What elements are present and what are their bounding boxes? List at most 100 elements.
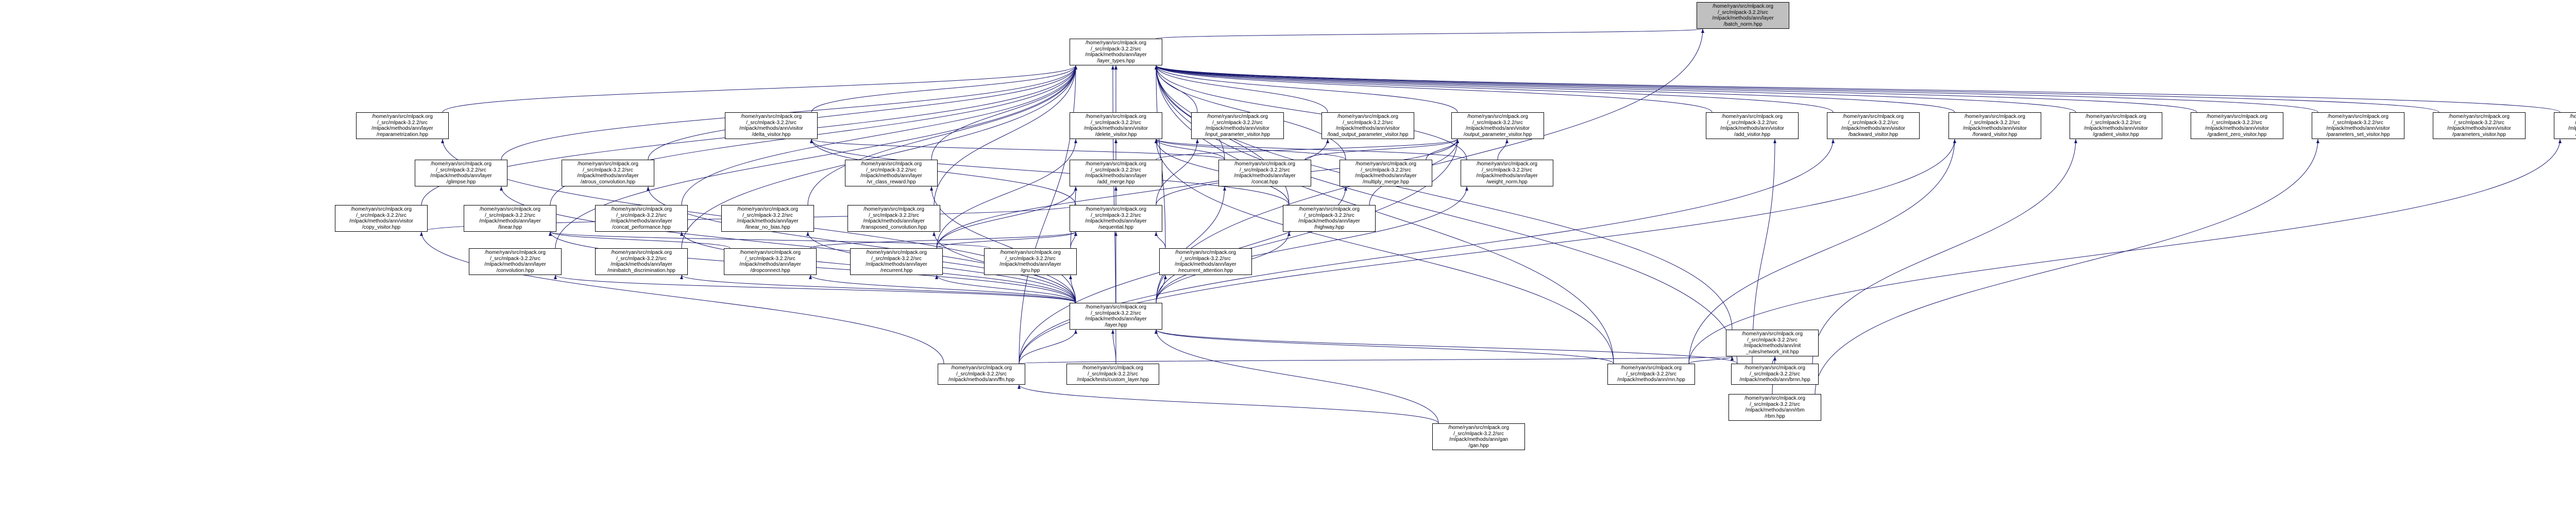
node-label-line: /output_parameter_visitor.hpp [1463,131,1532,138]
node-label-line: /home/ryan/src/mlpack.org [1086,114,1146,119]
node-label-line: /_src/mlpack-3.2.2/src [616,255,667,262]
graph-node-copy_visitor[interactable]: /home/ryan/src/mlpack.org/_src/mlpack-3.… [335,205,428,232]
node-label-line: /home/ryan/src/mlpack.org [372,114,433,119]
node-label-line: /mlpack/methods/ann/layer [611,218,672,224]
node-label-line: /_src/mlpack-3.2.2/src [490,255,540,262]
graph-node-concat[interactable]: /home/ryan/src/mlpack.org/_src/mlpack-3.… [1218,160,1311,186]
node-label-line: /_src/mlpack-3.2.2/src [2555,120,2576,126]
graph-node-backward_visitor[interactable]: /home/ryan/src/mlpack.org/_src/mlpack-3.… [1827,112,1920,139]
include-edge [1155,65,1713,113]
graph-node-gradient_zero_visitor[interactable]: /home/ryan/src/mlpack.org/_src/mlpack-3.… [2191,112,2283,139]
graph-node-dropconnect[interactable]: /home/ryan/src/mlpack.org/_src/mlpack-3.… [724,248,817,275]
graph-node-glimpse[interactable]: /home/ryan/src/mlpack.org/_src/mlpack-3.… [415,160,507,186]
node-label-line: /_src/mlpack-3.2.2/src [1747,337,1798,343]
graph-node-forward_visitor[interactable]: /home/ryan/src/mlpack.org/_src/mlpack-3.… [1948,112,2041,139]
node-label-line: /mlpack/methods/ann/ffn.hpp [948,377,1015,383]
graph-node-delta_visitor[interactable]: /home/ryan/src/mlpack.org/_src/mlpack-3.… [725,112,818,139]
graph-node-minibatch_discrimination[interactable]: /home/ryan/src/mlpack.org/_src/mlpack-3.… [595,248,688,275]
node-label-line: /copy_visitor.hpp [362,224,401,230]
graph-node-convolution[interactable]: /home/ryan/src/mlpack.org/_src/mlpack-3.… [469,248,562,275]
node-label-line: /mlpack/methods/ann/layer [1085,173,1147,179]
graph-node-weight_norm[interactable]: /home/ryan/src/mlpack.org/_src/mlpack-3.… [1461,160,1553,186]
node-label-line: /_src/mlpack-3.2.2/src [616,212,667,218]
graph-node-add_merge[interactable]: /home/ryan/src/mlpack.org/_src/mlpack-3.… [1070,160,1162,186]
graph-node-brnn[interactable]: /home/ryan/src/mlpack.org/_src/mlpack-3.… [1731,364,1819,385]
graph-node-ffn[interactable]: /home/ryan/src/mlpack.org/_src/mlpack-3.… [938,364,1025,385]
graph-node-recurrent_attention[interactable]: /home/ryan/src/mlpack.org/_src/mlpack-3.… [1159,248,1252,275]
graph-node-multiply_merge[interactable]: /home/ryan/src/mlpack.org/_src/mlpack-3.… [1340,160,1432,186]
graph-node-custom_layer[interactable]: /home/ryan/src/mlpack.org/_src/mlpack-3.… [1066,364,1159,385]
node-label-line: /_src/mlpack-3.2.2/src [1240,167,1290,173]
graph-node-vr_class_reward[interactable]: /home/ryan/src/mlpack.org/_src/mlpack-3.… [845,160,938,186]
node-label-line: /home/ryan/src/mlpack.org [951,365,1012,371]
node-label-line: /home/ryan/src/mlpack.org [1713,4,1773,9]
include-edge [554,275,1076,303]
graph-node-load_output_parameter_visitor[interactable]: /home/ryan/src/mlpack.org/_src/mlpack-3.… [1321,112,1414,139]
include-edge [681,65,1077,205]
graph-node-concat_performance[interactable]: /home/ryan/src/mlpack.org/_src/mlpack-3.… [595,205,688,232]
node-label-line: /forward_visitor.hpp [1972,131,2018,138]
include-edge [1155,65,1467,160]
node-label-line: /mlpack/methods/ann/layer [860,173,922,179]
node-label-line: /multiply_merge.hpp [1362,179,1410,185]
include-edge [1155,65,2076,113]
node-label-line: /mlpack/methods/ann/layer [430,173,492,179]
include-edge [810,139,1076,205]
graph-node-reparametrization[interactable]: /home/ryan/src/mlpack.org/_src/mlpack-3.… [356,112,449,139]
graph-node-network_init[interactable]: /home/ryan/src/mlpack.org/_src/mlpack-3.… [1726,330,1819,356]
include-edge [1155,65,1458,113]
node-label-line: /home/ryan/src/mlpack.org [485,250,546,255]
graph-node-highway[interactable]: /home/ryan/src/mlpack.org/_src/mlpack-3.… [1283,205,1376,232]
node-label-line: /home/ryan/src/mlpack.org [1722,114,1783,119]
include-edge [1018,384,1439,424]
include-edge [647,186,1076,303]
graph-node-rbm[interactable]: /home/ryan/src/mlpack.org/_src/mlpack-3.… [1728,394,1821,421]
graph-node-output_parameter_visitor[interactable]: /home/ryan/src/mlpack.org/_src/mlpack-3.… [1451,112,1544,139]
graph-node-gan[interactable]: /home/ryan/src/mlpack.org/_src/mlpack-3.… [1432,423,1525,450]
graph-node-reset_cell_visitor[interactable]: /home/ryan/src/mlpack.org/_src/mlpack-3.… [2554,112,2576,139]
graph-node-sequential[interactable]: /home/ryan/src/mlpack.org/_src/mlpack-3.… [1070,205,1162,232]
graph-node-layer[interactable]: /home/ryan/src/mlpack.org/_src/mlpack-3.… [1070,303,1162,330]
node-label-line: /_src/mlpack-3.2.2/src [436,167,486,173]
graph-node-batch_norm[interactable]: /home/ryan/src/mlpack.org/_src/mlpack-3.… [1697,2,1789,29]
graph-node-parameters_visitor[interactable]: /home/ryan/src/mlpack.org/_src/mlpack-3.… [2433,112,2526,139]
graph-node-parameters_set_visitor[interactable]: /home/ryan/src/mlpack.org/_src/mlpack-3.… [2312,112,2404,139]
graph-node-gru[interactable]: /home/ryan/src/mlpack.org/_src/mlpack-3.… [984,248,1077,275]
node-label-line: /_src/mlpack-3.2.2/src [1091,167,1141,173]
node-label-line: /_src/mlpack-3.2.2/src [956,371,1007,377]
graph-node-gradient_visitor[interactable]: /home/ryan/src/mlpack.org/_src/mlpack-3.… [2070,112,2162,139]
node-label-line: /mlpack/methods/ann/layer [1234,173,1296,179]
node-label-line: /gru.hpp [1021,267,1040,273]
graph-node-transposed_convolution[interactable]: /home/ryan/src/mlpack.org/_src/mlpack-3.… [848,205,940,232]
graph-node-atrous_convolution[interactable]: /home/ryan/src/mlpack.org/_src/mlpack-3.… [562,160,654,186]
include-edge [1155,65,1328,113]
node-label-line: /home/ryan/src/mlpack.org [351,207,412,212]
include-edge [935,275,1076,303]
include-edge [1155,139,1346,160]
include-edge [1497,139,1509,160]
graph-node-linear[interactable]: /home/ryan/src/mlpack.org/_src/mlpack-3.… [464,205,556,232]
node-label-line: /mlpack/methods/ann/layer [1085,218,1147,224]
node-label-line: /weight_norm.hpp [1486,179,1528,185]
node-label-line: /home/ryan/src/mlpack.org [1355,161,1416,167]
node-label-line: /mlpack/methods/ann/layer [1712,15,1774,21]
graph-node-recurrent[interactable]: /home/ryan/src/mlpack.org/_src/mlpack-3.… [850,248,943,275]
graph-node-rnn[interactable]: /home/ryan/src/mlpack.org/_src/mlpack-3.… [1607,364,1695,385]
include-edge [807,65,1077,205]
include-edge [1155,329,1738,364]
graph-node-add_visitor[interactable]: /home/ryan/src/mlpack.org/_src/mlpack-3.… [1706,112,1799,139]
include-edge [1155,231,1166,249]
node-label-line: /home/ryan/src/mlpack.org [2086,114,2146,119]
include-edge [811,65,1077,113]
graph-node-delete_visitor[interactable]: /home/ryan/src/mlpack.org/_src/mlpack-3.… [1070,112,1162,139]
node-label-line: /_src/mlpack-3.2.2/src [2333,119,2383,126]
graph-node-linear_no_bias[interactable]: /home/ryan/src/mlpack.org/_src/mlpack-3.… [721,205,814,232]
include-edge [442,65,1077,113]
node-label-line: /mlpack/methods/ann/layer [739,262,801,267]
node-label-line: /home/ryan/src/mlpack.org [861,161,922,167]
node-label-line: /mlpack/methods/ann/visitor [349,218,413,224]
node-label-line: /delete_visitor.hpp [1095,131,1137,138]
graph-node-layer_types[interactable]: /home/ryan/src/mlpack.org/_src/mlpack-3.… [1070,39,1162,65]
include-edge [936,139,1329,249]
graph-node-input_parameter_visitor[interactable]: /home/ryan/src/mlpack.org/_src/mlpack-3.… [1191,112,1284,139]
